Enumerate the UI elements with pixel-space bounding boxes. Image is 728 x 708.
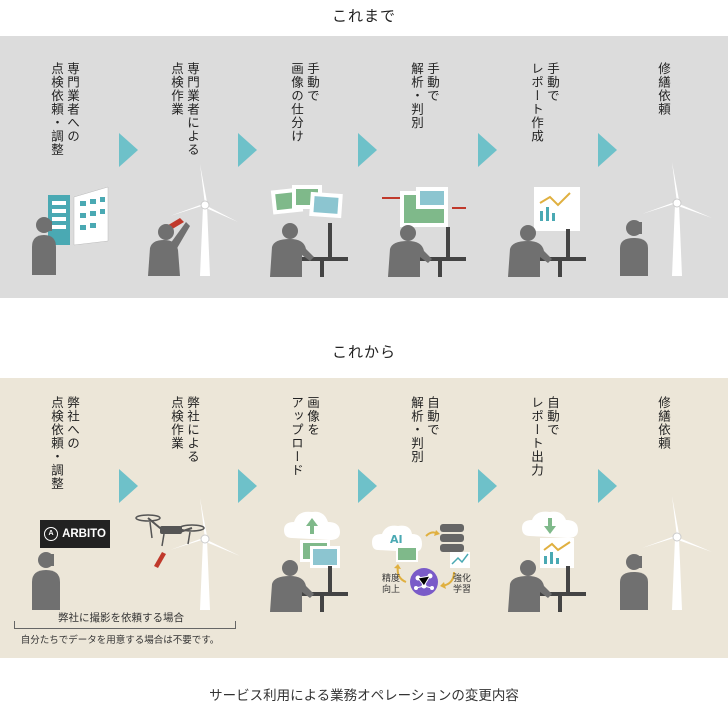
- flow-arrow: [238, 133, 257, 167]
- arbito-logo-text: ARBITO: [62, 528, 106, 540]
- section-title-after: これから: [331, 343, 396, 361]
- before-step-3-label: 手動で 画像の仕分け: [289, 62, 320, 143]
- wind-turbine-worker-illustration: [148, 164, 238, 276]
- drone-inspection-illustration: [135, 498, 240, 610]
- cloud-upload-illustration: [270, 511, 348, 612]
- figure-caption: サービス利用による業務オペレーションの変更内容: [209, 688, 519, 704]
- after-step-1-label: 弊社への 点検依頼・調整: [49, 396, 80, 491]
- flow-arrow: [478, 469, 497, 503]
- manual-report-illustration: [508, 187, 586, 277]
- flow-arrow: [478, 133, 497, 167]
- flow-arrow: [358, 133, 377, 167]
- before-step-5-label: 手動で レポート作成: [529, 62, 560, 143]
- band-before: [0, 36, 728, 298]
- reinforcement-learning-label: 強化 学習: [453, 574, 472, 595]
- flow-arrow: [238, 469, 257, 503]
- note-primary: 弊社に撮影を依頼する場合: [54, 610, 188, 625]
- phone-call-person-illustration: [32, 186, 109, 275]
- section-title-before: これまで: [331, 7, 396, 25]
- flow-arrow: [598, 469, 617, 503]
- before-step-4-label: 手動で 解析・判別: [409, 62, 440, 130]
- flow-arrow: [598, 133, 617, 167]
- note-secondary: 自分たちでデータを用意する場合は不要です。: [20, 635, 220, 646]
- repair-request-illustration: [620, 162, 712, 276]
- manual-analysis-illustration: [382, 187, 466, 277]
- flow-arrow: [358, 469, 377, 503]
- repair-request-illustration: [620, 496, 712, 610]
- after-step-6-label: 修繕依頼: [656, 396, 671, 450]
- before-step-6-label: 修繕依頼: [656, 62, 671, 116]
- flow-arrow: [119, 469, 138, 503]
- after-step-2-label: 弊社による 点検作業: [169, 396, 200, 464]
- ai-label: AI: [390, 533, 403, 546]
- phone-call-person-illustration: [32, 552, 60, 610]
- after-step-3-label: 画像を アップロード: [289, 396, 320, 477]
- image-sorting-illustration: [270, 185, 348, 277]
- auto-report-illustration: [508, 511, 586, 612]
- after-step-4-label: 自動で 解析・判別: [409, 396, 440, 464]
- note-bracket: [14, 621, 236, 629]
- flow-arrow: [119, 133, 138, 167]
- before-step-1-label: 専門業者への 点検依頼・調整: [49, 62, 80, 157]
- precision-up-label: 精度 向上: [382, 574, 401, 595]
- ai-analysis-cycle-illustration: [372, 524, 470, 596]
- before-step-2-label: 専門業者による 点検作業: [169, 62, 200, 157]
- arbito-logo: A ARBITO: [40, 520, 110, 548]
- after-step-5-label: 自動で レポート出力: [529, 396, 560, 477]
- arbito-logo-mark-icon: A: [44, 527, 59, 541]
